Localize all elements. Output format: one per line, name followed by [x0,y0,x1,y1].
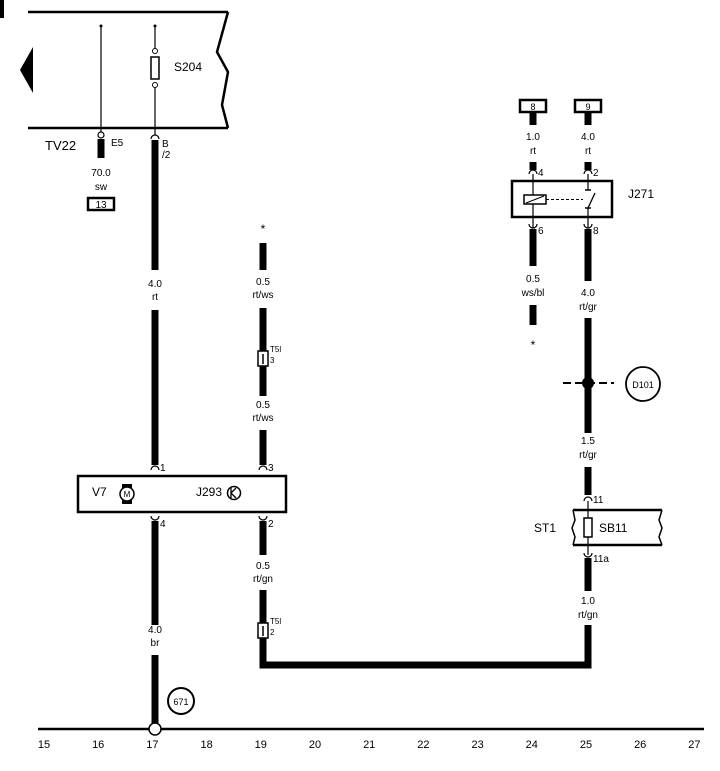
pin-label: 11 [593,495,604,506]
wire-color: sw [95,182,108,193]
wire-size: 4.0 [148,279,162,290]
column-number: 22 [417,739,429,751]
motor-icon: M [119,484,135,504]
column-axis: 15 16 17 18 19 20 21 22 23 24 25 26 27 [38,739,701,751]
wire-size: 0.5 [256,277,270,288]
sb11-label: SB11 [599,521,628,535]
pin-label: /2 [162,150,171,161]
wire-size: 1.0 [526,132,540,143]
j271-label: J271 [628,187,654,201]
column-number: 21 [363,739,375,751]
wire-size: 4.0 [581,288,595,299]
wire-size: 1.5 [581,436,595,447]
connector-pin-label: 2 [270,628,275,637]
ground-point-671 [167,687,195,715]
column-number: 26 [634,739,646,751]
pin-label: 6 [538,226,544,237]
pin-label: 1 [160,463,166,474]
pin-label: 4 [160,519,166,530]
terminal-label: 13 [95,200,107,211]
transistor-icon [226,485,242,501]
wire-color: rt/gn [578,610,598,621]
st1-label: ST1 [534,521,556,535]
column-number: 20 [309,739,321,751]
d101-label: D101 [632,380,654,390]
fuse-panel [20,10,230,130]
pin-label: B [162,139,169,150]
column-number: 24 [526,739,538,751]
wire-color: ws/bl [521,288,545,299]
column-number: 18 [200,739,212,751]
s204-label: S204 [174,60,202,74]
continuation-arrow-icon [20,47,33,93]
continuation-marker: * [531,338,536,352]
ground-label: 671 [173,697,188,707]
column-number: 27 [688,739,700,751]
continuation-marker: * [261,222,266,236]
splice-node [582,377,594,389]
e5-label: E5 [111,138,124,149]
pin-label: 2 [593,168,599,179]
wire-color: rt/ws [252,290,273,301]
wire-color: rt [530,146,536,157]
wire-color: rt [585,146,591,157]
v7-label: V7 [92,485,107,499]
wire-color: rt/gn [253,574,273,585]
page-marker [0,0,4,18]
column-number: 15 [38,739,50,751]
tv22-label: TV22 [45,138,76,153]
module-j293-v7 [76,474,288,514]
relay-switch-icon [585,174,596,228]
splice-d101 [625,366,661,402]
column-number: 16 [92,739,104,751]
wire-size: 0.5 [256,400,270,411]
terminal-13 [86,196,116,212]
wire-size: 1.0 [581,596,595,607]
connector-label: T5l [270,617,281,626]
column-number: 17 [146,739,158,751]
pin-label: 2 [268,519,274,530]
terminal-label: 8 [530,102,535,112]
wire-size: 70.0 [91,168,111,179]
terminal-label: 9 [585,102,590,112]
column-number: 19 [255,739,267,751]
wire-color: rt/gr [579,450,597,461]
fuse-s204 [150,24,160,140]
wire-color: rt/ws [252,413,273,424]
wire-size: 4.0 [581,132,595,143]
connector-pin-label: 3 [270,356,275,365]
fuse-icon [150,56,160,80]
pin-label: 8 [593,226,599,237]
wire-size: 0.5 [256,561,270,572]
pin-label: 3 [268,463,274,474]
fuse-box-st1 [571,501,663,555]
connector-label: T5l [270,345,281,354]
wire-size: 4.0 [148,625,162,636]
wire-size: 0.5 [526,274,540,285]
wire-color: br [151,638,161,649]
pin-label: 11a [593,554,609,565]
motor-symbol-label: M [124,490,131,499]
wire-color: rt/gr [579,302,597,313]
fuse-icon [583,517,593,538]
column-number: 25 [580,739,592,751]
ground-junction [148,722,162,736]
column-number: 23 [471,739,483,751]
j293-label: J293 [196,485,222,499]
wire-e5 [86,24,116,212]
wire-color: rt [152,292,158,303]
pin-label: 4 [538,168,544,179]
